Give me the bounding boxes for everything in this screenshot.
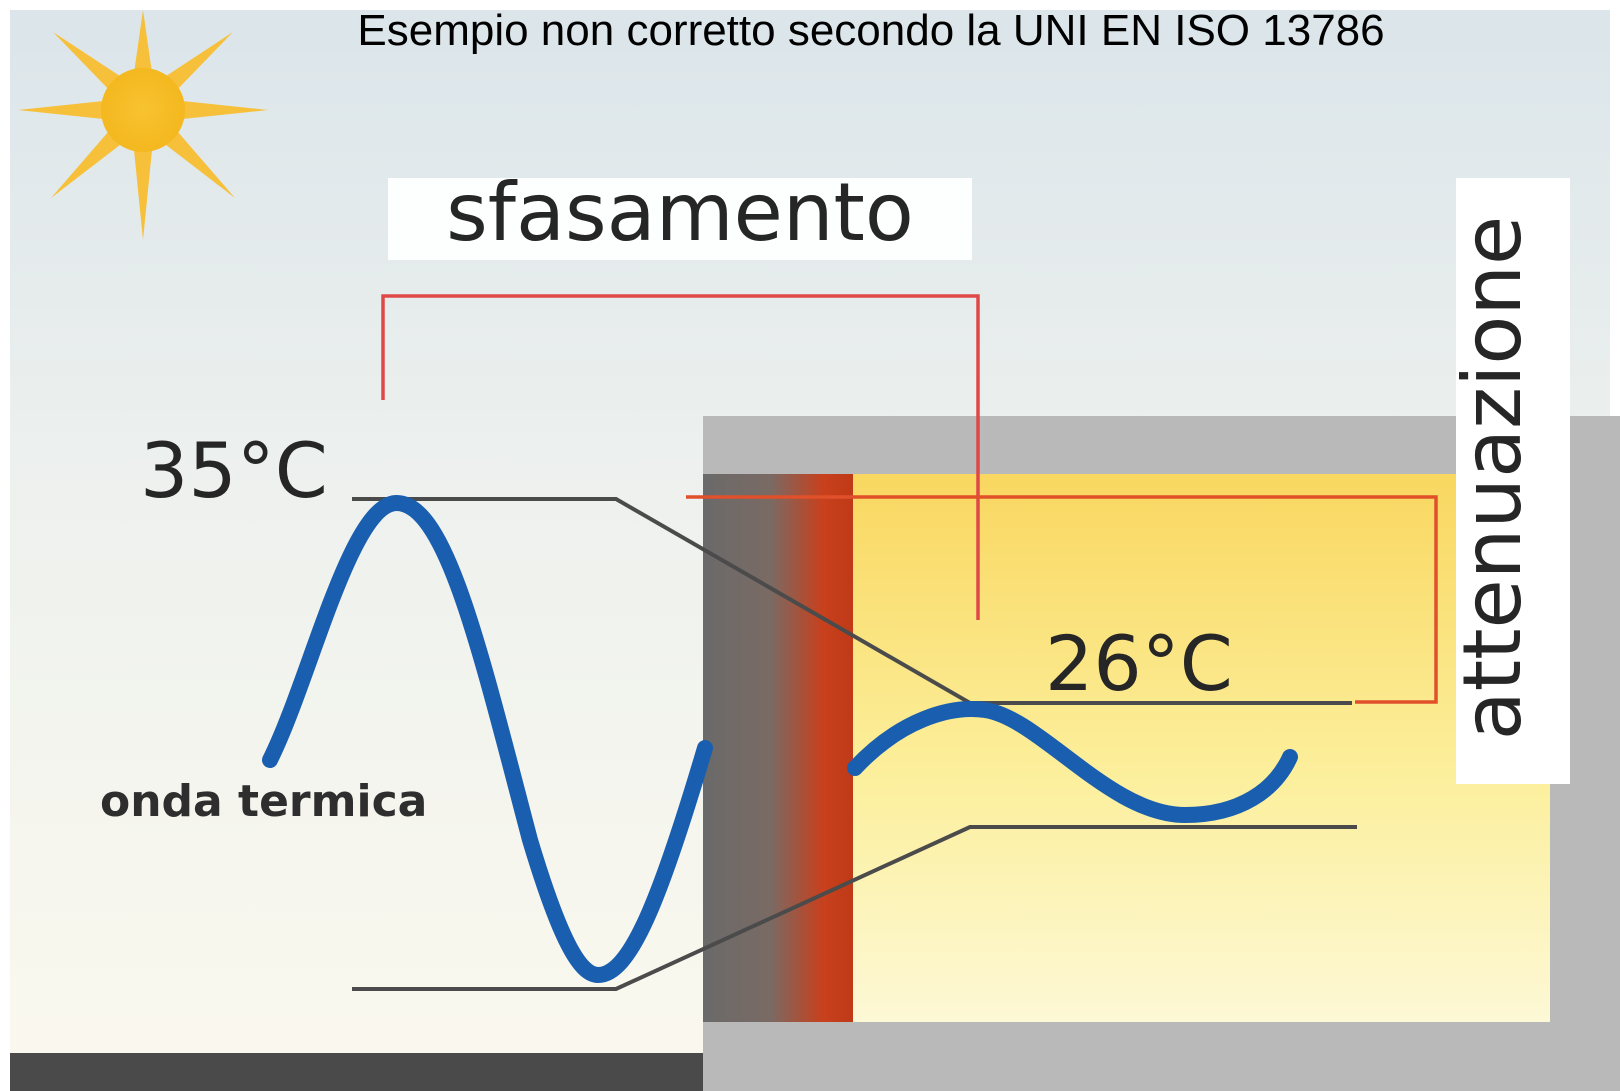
inside-peak-temperature: 26°C (1045, 619, 1233, 708)
phase-shift-label: sfasamento (446, 166, 914, 259)
page-title: Esempio non corretto secondo la UNI EN I… (357, 6, 1385, 55)
phase-shift-bracket (381, 294, 980, 620)
attenuation-label: attenuazione (1446, 216, 1539, 741)
inside-thermal-wave (847, 701, 1298, 824)
ground-strip (10, 1053, 703, 1091)
attenuation-label-box (1456, 178, 1570, 784)
trough-reference-line (352, 825, 1357, 991)
outside-thermal-wave (262, 494, 713, 984)
phase-shift-label-box (388, 178, 972, 260)
attenuation-bracket (686, 495, 1438, 704)
peak-reference-line (352, 497, 1352, 705)
outside-peak-temperature: 35°C (140, 426, 328, 515)
room-interior (850, 474, 1550, 1022)
sun-icon (18, 10, 268, 240)
thermal-wave-label: onda termica (100, 776, 427, 827)
